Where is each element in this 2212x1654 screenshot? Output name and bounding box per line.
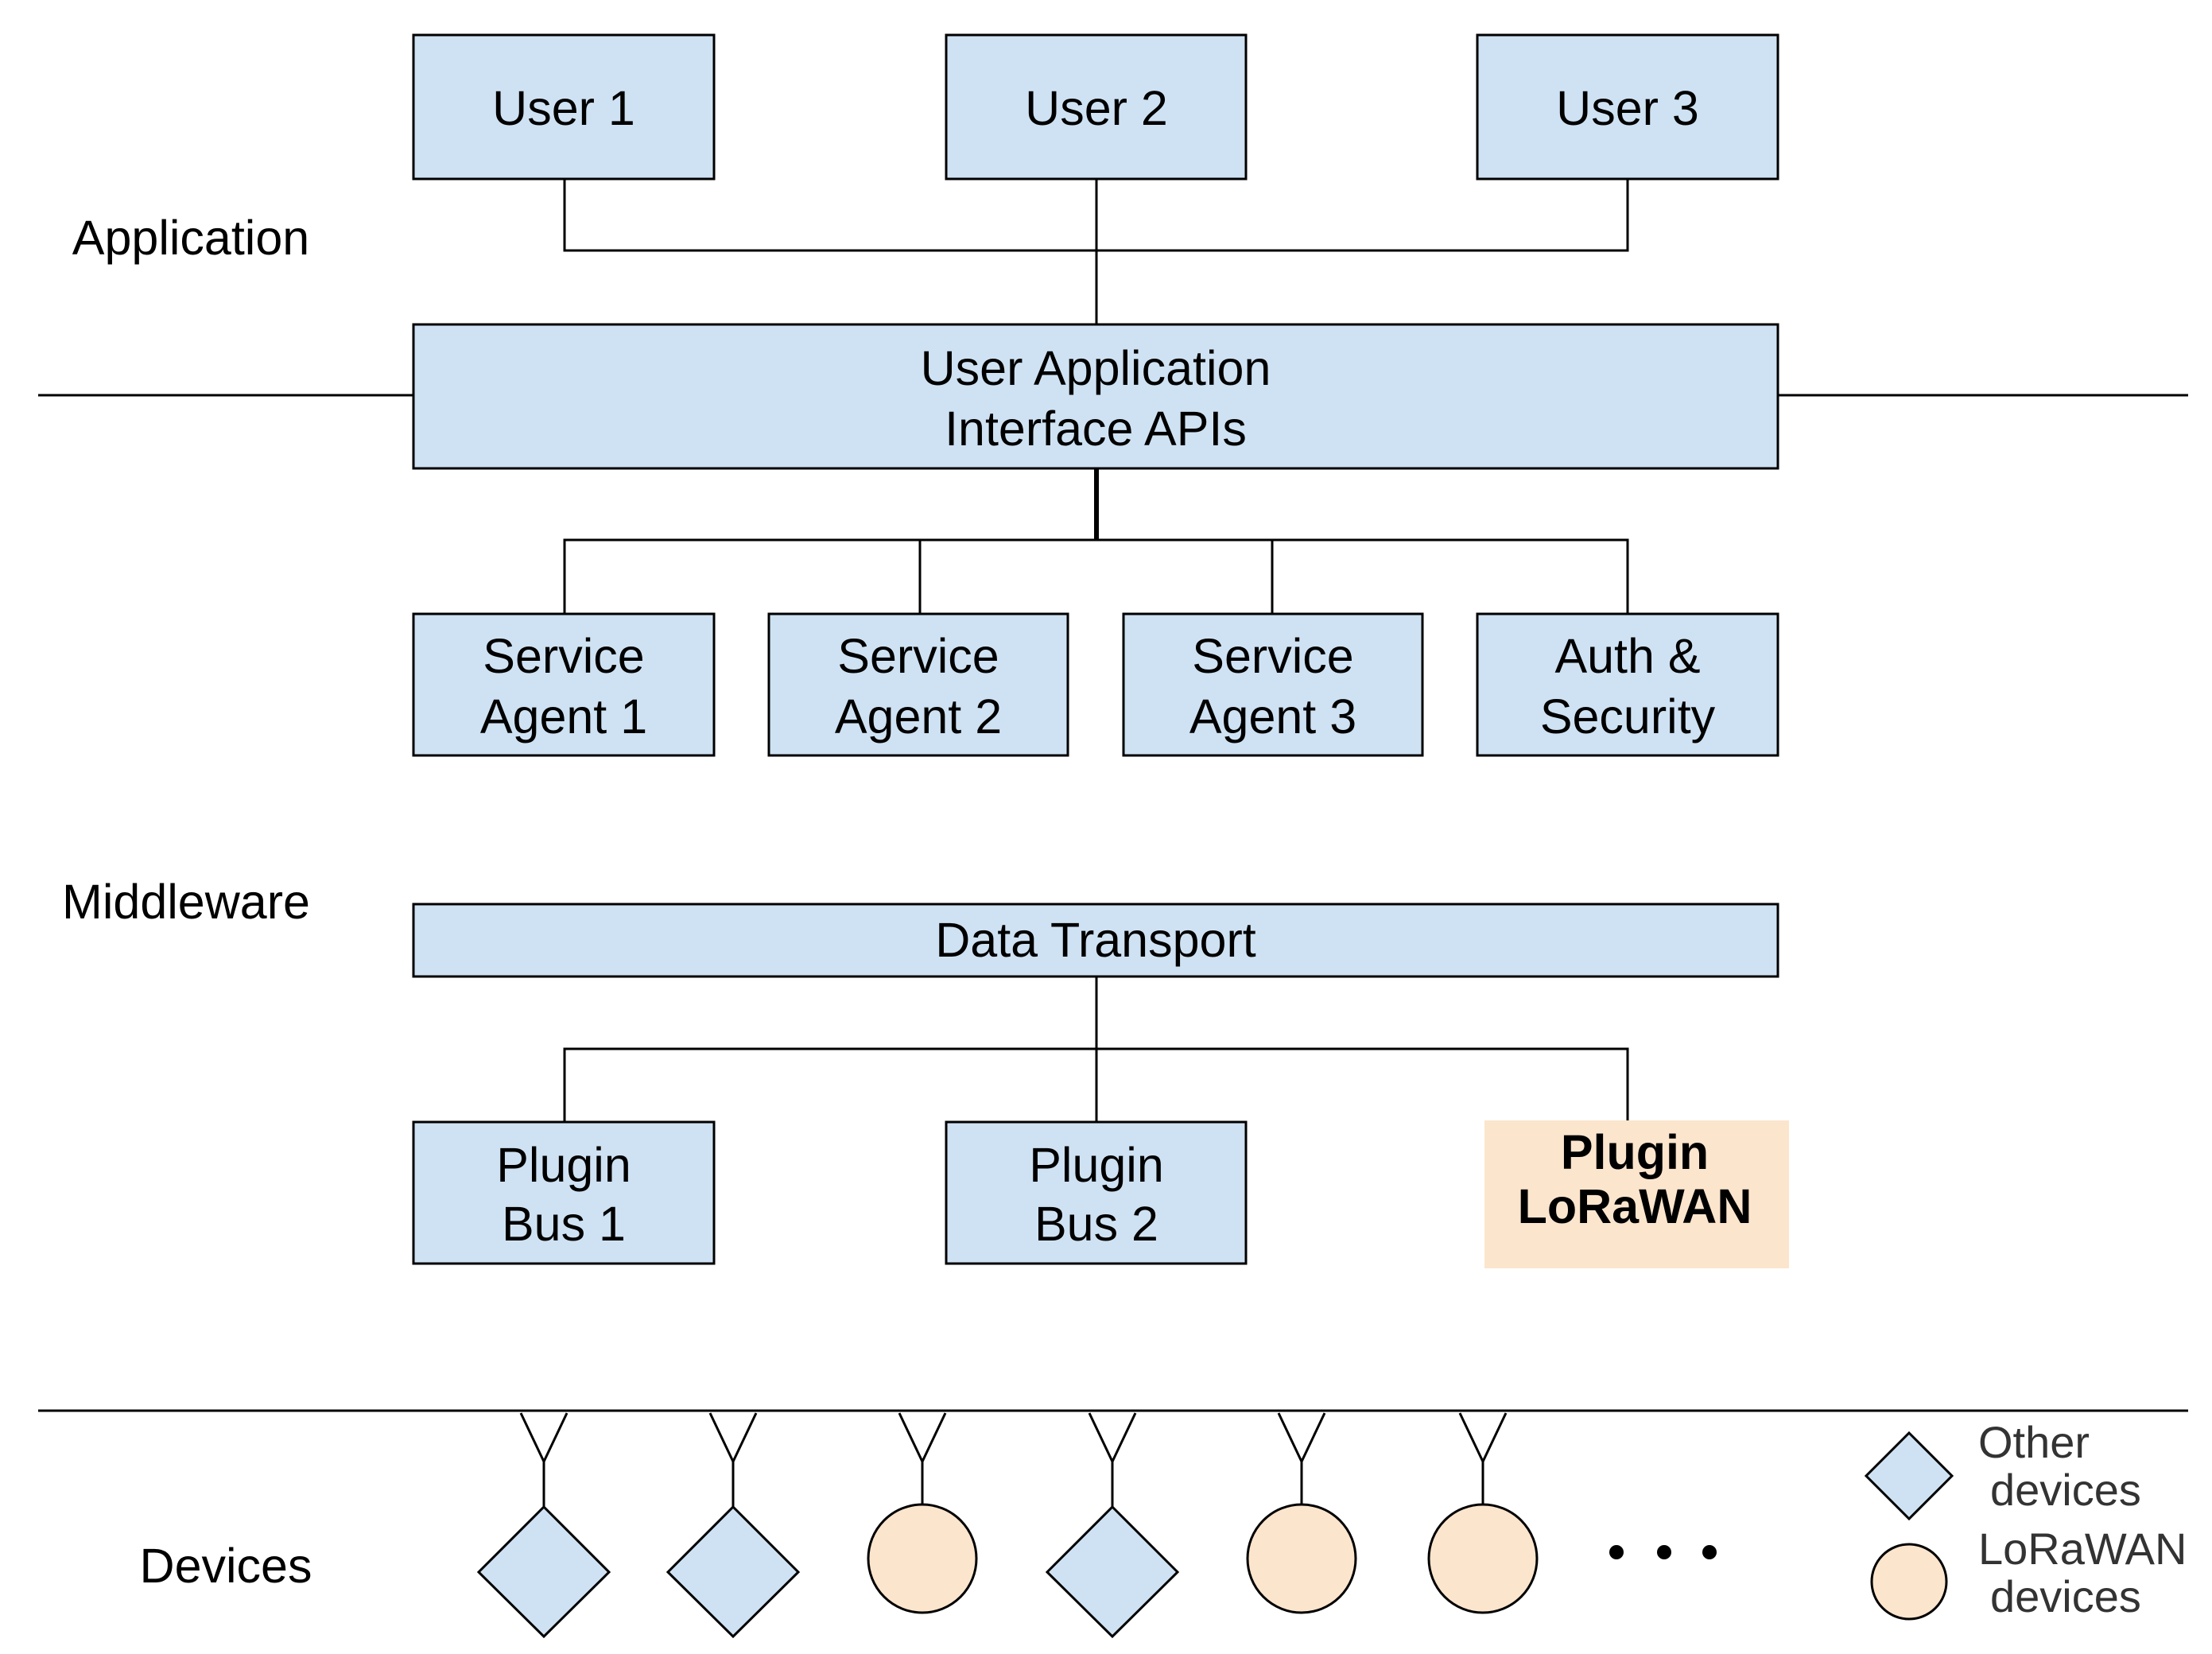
user-3-box: User 3 (1476, 33, 1779, 181)
plugin-lorawan-label-line2: LoRaWAN (1518, 1179, 1752, 1233)
auth-security-rect (1476, 612, 1779, 757)
device-3-antenna-icon (898, 1412, 947, 1505)
plugin-bus-1-label-line1: Plugin (496, 1138, 631, 1192)
device-5-circle-icon (1246, 1503, 1357, 1614)
device-3 (867, 1412, 978, 1614)
api-label-line1: User Application (921, 341, 1271, 395)
service-agent-2-label-line1: Service (837, 629, 999, 683)
plugin-lorawan-rect (1484, 1120, 1789, 1268)
legend-lorawan-devices-circle-icon (1870, 1543, 1948, 1621)
ellipsis-dot-1 (1609, 1545, 1624, 1559)
service-agent-2-label-line2: Agent 2 (835, 689, 1002, 744)
layer-label-application: Application (72, 211, 309, 265)
device-5-antenna-icon (1277, 1412, 1326, 1505)
user-2-label: User 2 (1025, 81, 1168, 135)
services-connector (563, 538, 1629, 614)
device-5 (1246, 1412, 1357, 1614)
user-1-rect (412, 33, 716, 181)
plugin-lorawan-label-line1: Plugin (1561, 1125, 1709, 1179)
service-agent-1-rect (412, 612, 716, 757)
ellipsis-dot-2 (1657, 1545, 1671, 1559)
plugin-bus-1-label-line2: Bus 1 (502, 1197, 626, 1251)
service-agent-2-box: Service Agent 2 (767, 612, 1069, 757)
api-label-line2: Interface APIs (945, 402, 1247, 456)
service-agent-3-label-line2: Agent 3 (1189, 689, 1356, 744)
user-3-rect (1476, 33, 1779, 181)
device-2-antenna-icon (708, 1412, 758, 1507)
device-1-antenna-icon (519, 1412, 569, 1507)
device-6 (1427, 1412, 1539, 1614)
layer-label-devices: Devices (140, 1539, 312, 1593)
ellipsis-icon (1609, 1545, 1717, 1559)
service-agent-1-label-line2: Agent 1 (480, 689, 647, 744)
ellipsis-dot-3 (1702, 1545, 1717, 1559)
service-agent-3-box: Service Agent 3 (1122, 612, 1424, 757)
legend-other-label-line1: Other (1978, 1417, 2090, 1467)
service-agent-3-rect (1122, 612, 1424, 757)
legend-other-devices-diamond-icon (1864, 1431, 1954, 1521)
device-2-diamond-icon (666, 1505, 801, 1639)
user-2-box: User 2 (945, 33, 1248, 181)
plugin-bus-2-rect (945, 1120, 1248, 1265)
user-2-rect (945, 33, 1248, 181)
device-6-circle-icon (1427, 1503, 1539, 1614)
user-3-label: User 3 (1556, 81, 1699, 135)
service-agent-1-box: Service Agent 1 (412, 612, 716, 757)
device-row (476, 1412, 1717, 1639)
data-transport-label: Data Transport (935, 913, 1256, 967)
device-6-antenna-icon (1458, 1412, 1508, 1505)
legend-lorawan-label-line1: LoRaWAN (1978, 1524, 2187, 1574)
device-4-diamond-icon (1045, 1505, 1180, 1639)
layer-label-middleware: Middleware (62, 875, 310, 929)
device-1-diamond-icon (476, 1505, 611, 1639)
legend: Other devices LoRaWAN devices (1864, 1417, 2187, 1621)
auth-security-box: Auth & Security (1476, 612, 1779, 757)
data-transport-box: Data Transport (412, 903, 1779, 978)
legend-lorawan-label-line2: devices (1990, 1571, 2141, 1621)
api-box: User Application Interface APIs (412, 323, 1779, 470)
plugins-connector (563, 1047, 1629, 1122)
legend-other-label-line2: devices (1990, 1465, 2141, 1515)
plugin-bus-2-label-line2: Bus 2 (1034, 1197, 1158, 1251)
plugin-lorawan-box: Plugin LoRaWAN (1484, 1120, 1789, 1268)
user-1-label: User 1 (492, 81, 635, 135)
api-rect (412, 323, 1779, 470)
device-4-antenna-icon (1088, 1412, 1137, 1507)
device-4 (1045, 1412, 1180, 1639)
plugin-bus-1-box: Plugin Bus 1 (412, 1120, 716, 1265)
plugin-bus-1-rect (412, 1120, 716, 1265)
plugin-bus-2-box: Plugin Bus 2 (945, 1120, 1248, 1265)
device-3-circle-icon (867, 1503, 978, 1614)
auth-security-label-line1: Auth & (1554, 629, 1700, 683)
user-1-box: User 1 (412, 33, 716, 181)
service-agent-1-label-line1: Service (483, 629, 644, 683)
auth-security-label-line2: Security (1540, 689, 1716, 744)
plugin-bus-2-label-line1: Plugin (1029, 1138, 1164, 1192)
device-2 (666, 1412, 801, 1639)
service-agent-3-label-line1: Service (1192, 629, 1353, 683)
service-agent-2-rect (767, 612, 1069, 757)
device-1 (476, 1412, 611, 1639)
